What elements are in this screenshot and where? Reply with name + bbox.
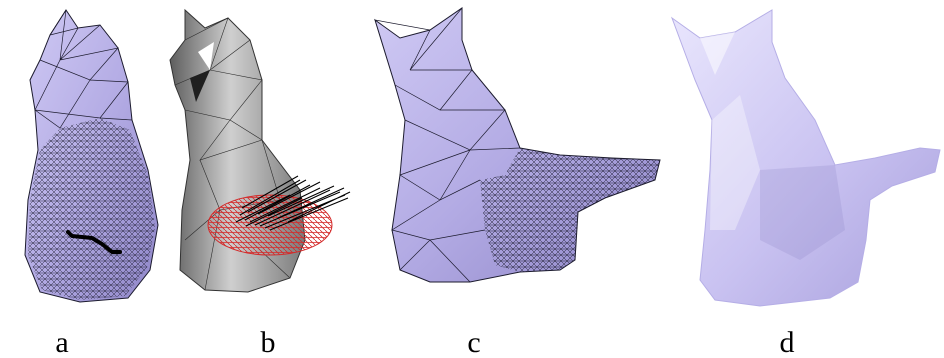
panel-label-d: d [780,326,795,358]
cat-d-shade-1 [710,95,760,230]
panel-d-cat-smooth [670,9,941,307]
black-displacement-vectors [235,175,351,231]
panel-label-c: c [467,326,480,358]
panel-c-cat-with-tail-mesh [374,7,661,283]
panel-label-b: b [261,326,276,358]
panel-label-a: a [55,326,68,358]
cat-b-dark-facet [190,70,210,102]
panel-b-cat-shaded [169,8,351,293]
cat-d-body [670,9,941,307]
cat-a-wire-lines [34,9,133,129]
cat-d-shade-3 [700,32,735,75]
cat-d-shade-2 [760,165,845,260]
cat-a-black-stroke [66,230,122,254]
panel-a-cat-mesh [24,9,159,303]
red-deformation-blob [207,194,333,256]
cat-a-dense-region [28,118,155,300]
cat-c-dense-region [480,148,660,272]
cat-b-highlight [198,42,214,70]
cat-c-wire-lines [374,7,521,283]
